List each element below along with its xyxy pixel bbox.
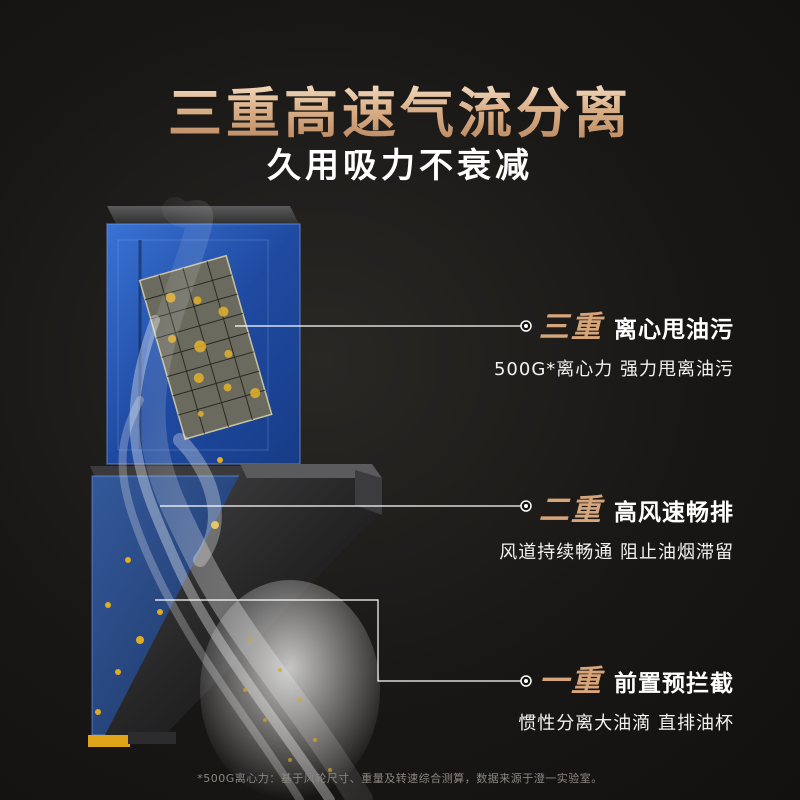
callout-leaders <box>155 325 525 682</box>
callout-level: 二重 <box>538 493 603 528</box>
leader-stage-one <box>155 599 525 682</box>
footnote: *500G离心力：基于风轮尺寸、重量及转速综合测算，数据来源于澄一实验室。 <box>197 772 603 785</box>
callout-level: 三重 <box>538 310 603 345</box>
page-subtitle: 久用吸力不衰减 <box>267 146 533 186</box>
callout-markers <box>520 320 532 687</box>
callout-name: 高风速畅排 <box>614 500 734 526</box>
page-title: 三重高速气流分离 <box>0 82 800 146</box>
callout-description: 惯性分离大油滴 直排油杯 <box>518 713 734 734</box>
callout-level: 一重 <box>538 664 603 699</box>
callout-stage-two: 二重 高风速畅排 风道持续畅通 阻止油烟滞留 <box>499 493 734 564</box>
oil-droplets <box>243 638 332 772</box>
oil-smoke-plume <box>200 580 380 800</box>
callout-description: 风道持续畅通 阻止油烟滞留 <box>499 542 734 563</box>
callout-description: 500G*离心力 强力甩离油污 <box>493 359 734 380</box>
callout-name: 离心甩油污 <box>614 317 734 343</box>
callout-stage-one: 一重 前置预拦截 惯性分离大油滴 直排油杯 <box>518 664 734 735</box>
callout-stage-three: 三重 离心甩油污 500G*离心力 强力甩离油污 <box>494 310 734 381</box>
callout-name: 前置预拦截 <box>614 671 734 697</box>
